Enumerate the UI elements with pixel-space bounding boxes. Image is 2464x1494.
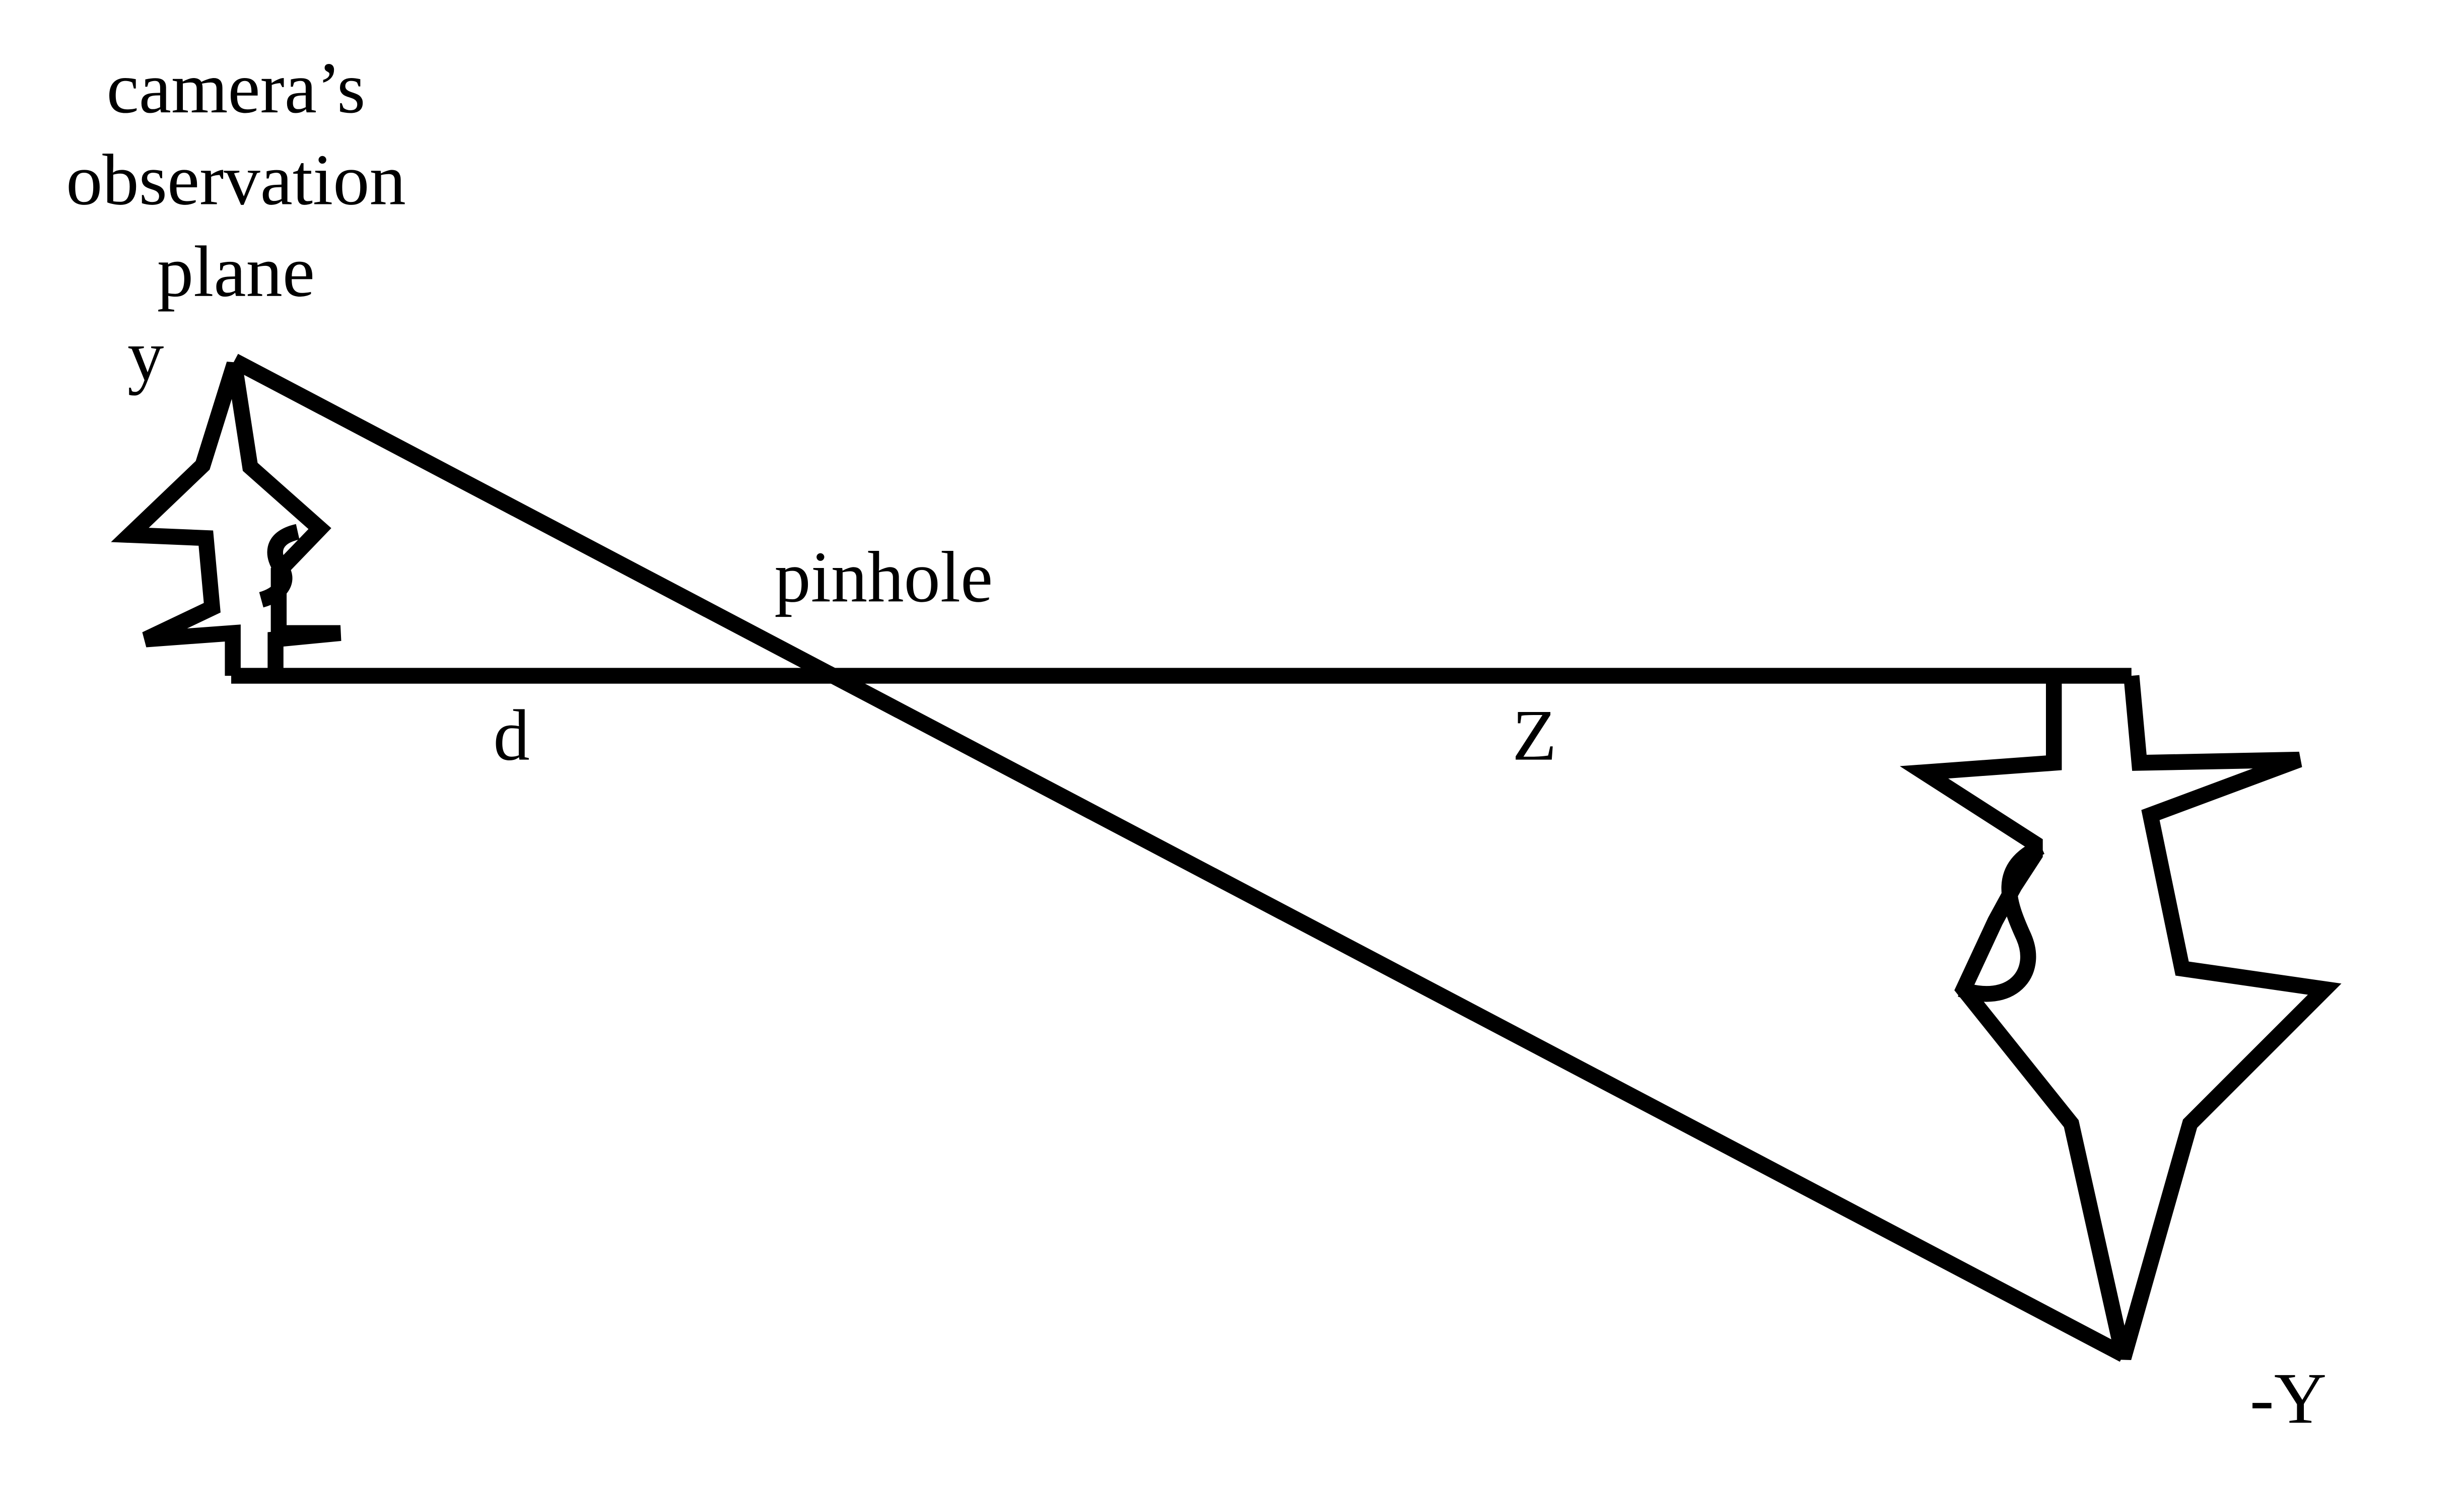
image-distance-label: d [493,695,529,776]
object-distance-label: Z [1512,695,1556,776]
image-tree-icon [111,362,341,676]
light-ray-line [230,353,2128,1362]
pinhole-label: pinhole [774,537,993,617]
object-tree-icon [1899,675,2342,1360]
plane-title-line3: plane [157,232,315,312]
plane-title-line1: camera’s [107,48,366,128]
image-height-label: y [127,315,164,396]
plane-title-line2: observation [66,139,406,220]
object-height-label: -Y [2250,1359,2327,1439]
